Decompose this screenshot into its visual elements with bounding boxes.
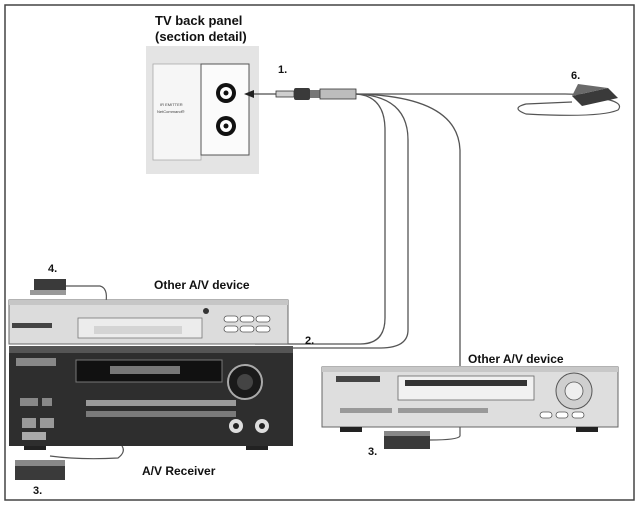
ir-emitter-3-left: [15, 445, 124, 480]
ir-emitter-3-right: [384, 427, 461, 449]
receiver-label: A/V Receiver: [142, 464, 216, 478]
title-line-2: (section detail): [155, 29, 247, 44]
title-line-1: TV back panel: [155, 13, 242, 28]
netcommand-label: NetCommand®: [157, 109, 185, 114]
ir-emitter-label: IR EMITTER: [160, 102, 183, 107]
jack-plate: [200, 63, 250, 156]
cable-to-top-device: [255, 93, 386, 345]
panel-label-plate: [152, 63, 202, 161]
callout-3-right: 3.: [368, 446, 377, 458]
ir-emitter-4: [30, 279, 107, 303]
right-device-label: Other A/V device: [468, 352, 564, 366]
callout-4: 4.: [48, 263, 57, 275]
cable-to-right-device: [355, 93, 461, 366]
callout-1: 1.: [278, 64, 287, 76]
ir-emitter-6: [517, 84, 621, 116]
av-receiver: [9, 346, 293, 450]
top-device-label: Other A/V device: [154, 278, 250, 292]
right-av-device: [321, 366, 619, 432]
callout-6: 6.: [571, 70, 580, 82]
callout-2: 2.: [305, 335, 314, 347]
top-av-device: [8, 299, 289, 345]
tv-back-panel: IR EMITTER NetCommand®: [146, 46, 259, 174]
callout-3-left: 3.: [33, 485, 42, 497]
ir-jack-1: [216, 83, 236, 103]
ir-plug: [244, 88, 357, 100]
cable-to-receiver: [293, 93, 409, 349]
ir-jack-2: [216, 116, 236, 136]
